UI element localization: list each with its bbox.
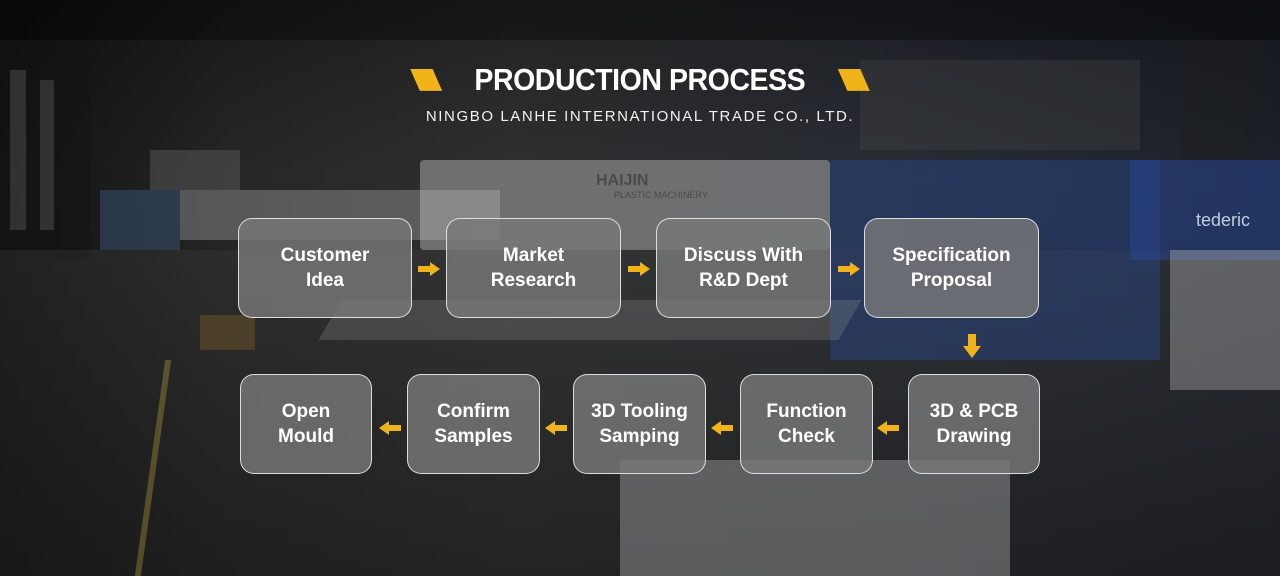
- step-function-check: Function Check: [740, 374, 873, 474]
- arrow-left-icon: [545, 421, 567, 435]
- step-discuss-rd: Discuss With R&D Dept: [656, 218, 831, 318]
- step-3d-tooling-samping: 3D Tooling Samping: [573, 374, 706, 474]
- arrow-left-icon: [877, 421, 899, 435]
- step-customer-idea: Customer Idea: [238, 218, 412, 318]
- arrow-left-icon: [379, 421, 401, 435]
- arrow-right-icon: [418, 262, 440, 276]
- arrow-right-icon: [628, 262, 650, 276]
- company-subtitle: NINGBO LANHE INTERNATIONAL TRADE CO., LT…: [425, 108, 855, 125]
- machine-sub-label: PLASTIC MACHINERY: [614, 190, 708, 200]
- machine-brand-label: HAIJIN: [596, 172, 649, 189]
- step-confirm-samples: Confirm Samples: [407, 374, 540, 474]
- step-market-research: Market Research: [446, 218, 621, 318]
- arrow-right-icon: [838, 262, 860, 276]
- step-specification-proposal: Specification Proposal: [864, 218, 1039, 318]
- right-accent-icon: [837, 68, 870, 91]
- step-open-mould: Open Mould: [240, 374, 372, 474]
- page-title: PRODUCTION PROCESS: [0, 60, 1280, 98]
- left-accent-icon: [410, 68, 443, 91]
- arrow-down-icon: [963, 334, 981, 358]
- tederic-label: tederic: [1196, 210, 1251, 230]
- step-3d-pcb-drawing: 3D & PCB Drawing: [908, 374, 1040, 474]
- arrow-left-icon: [711, 421, 733, 435]
